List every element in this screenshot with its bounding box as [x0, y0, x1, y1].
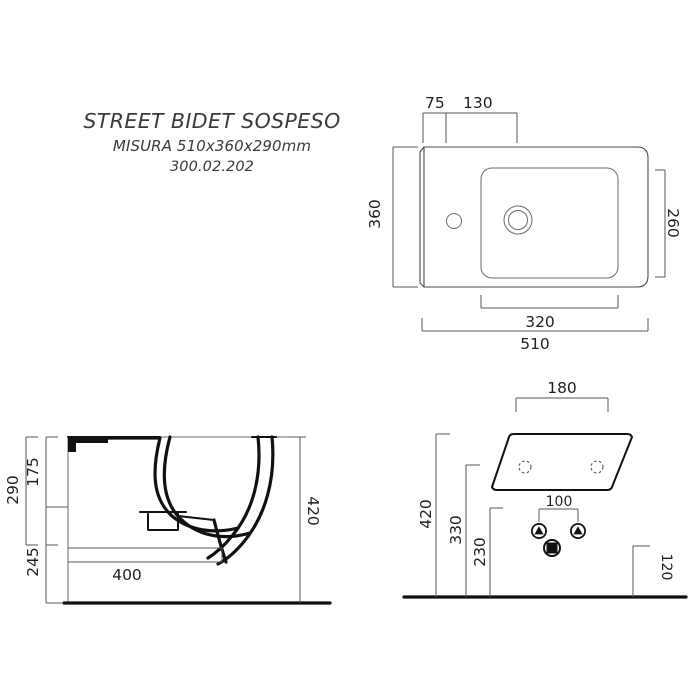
bowl-front-outer-profile: [206, 435, 261, 560]
front-dim-230: [489, 507, 503, 597]
dim-label-front-100: 100: [545, 494, 573, 510]
top-dim-75-130: [422, 112, 518, 143]
product-name: STREET BIDET SOSPESO: [83, 109, 341, 133]
dim-label-top-75: 75: [425, 94, 445, 112]
drain-outlet-outer-icon: [503, 205, 533, 235]
dim-label-top-260: 260: [664, 208, 682, 238]
top-dim-260: [655, 169, 666, 278]
dim-label-side-400: 400: [112, 566, 142, 584]
bowl-underside-taper: [212, 518, 228, 564]
front-view-group: [402, 397, 688, 599]
dim-label-front-330: 330: [447, 515, 465, 545]
dim-label-top-510: 510: [520, 335, 550, 353]
bowl-inner-surface-profile: [162, 435, 252, 539]
top-dim-360: [392, 146, 418, 288]
front-dim-420: [435, 433, 450, 597]
overflow-hole-icon: [446, 213, 462, 229]
front-view-body-outline: [491, 433, 633, 491]
dim-label-front-180: 180: [547, 379, 577, 397]
side-dim-175: [45, 436, 68, 546]
side-dim-400: [68, 547, 223, 563]
dim-label-side-420: 420: [304, 496, 322, 526]
dim-label-side-290: 290: [4, 475, 22, 505]
top-view-outline: [423, 146, 649, 288]
drain-boss-link: [177, 515, 215, 521]
top-view-wall-edge: [419, 146, 425, 288]
top-dim-320: [480, 295, 619, 309]
fixing-hole-left-icon: [518, 460, 532, 474]
dim-label-front-120: 120: [658, 553, 674, 581]
fixing-hole-right-icon: [590, 460, 604, 474]
side-view-group: [25, 435, 332, 605]
side-dim-245: [45, 545, 62, 604]
dim-label-side-245: 245: [24, 547, 42, 577]
bolt-marker-left-icon: [531, 523, 547, 539]
product-dimensions-label: MISURA 510x360x290mm: [112, 137, 312, 156]
drain-outlet-inner-icon: [508, 210, 528, 230]
front-dim-330: [465, 464, 480, 597]
drain-boss-outline: [147, 511, 179, 531]
dim-label-top-130: 130: [463, 94, 493, 112]
top-dim-510: [421, 318, 649, 332]
dim-label-front-420: 420: [417, 499, 435, 529]
dim-label-top-360: 360: [366, 199, 384, 229]
bolt-marker-right-icon: [570, 523, 586, 539]
waste-outlet-icon: [543, 539, 561, 557]
front-dim-180: [515, 397, 609, 412]
dim-label-front-230: 230: [471, 537, 489, 567]
front-dim-100: [538, 508, 579, 522]
side-dim-290: [25, 436, 38, 546]
bowl-inner-wall-profile: [106, 436, 240, 533]
front-dim-120: [632, 545, 650, 597]
article-code: 300.02.202: [169, 158, 255, 175]
wall-bracket-icon: [68, 436, 108, 452]
dim-label-side-175: 175: [24, 457, 42, 487]
title-block: STREET BIDET SOSPESO MISURA 510x360x290m…: [62, 108, 362, 177]
top-view-group: [392, 112, 666, 332]
dim-label-top-320: 320: [525, 313, 555, 331]
side-dim-420: [288, 436, 306, 603]
basin-recess-outline: [480, 167, 619, 279]
